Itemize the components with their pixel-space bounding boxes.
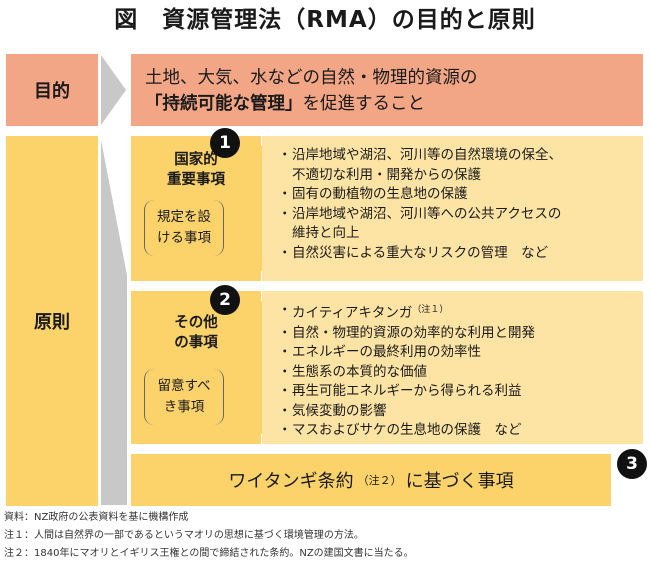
section1-list: ・沿岸地域や湖沼、河川等の自然環境の保全、 不適切な利用・開発からの保護 ・固有… xyxy=(262,136,643,281)
list-item: ・沿岸地域や湖沼、河川等の自然環境の保全、 xyxy=(278,147,562,163)
section1-title: 国家的 重要事項 xyxy=(131,150,261,190)
list-item: 不適切な利用・開発からの保護 xyxy=(292,166,481,183)
section2-title: その他 の事項 xyxy=(131,313,261,353)
section1-number-badge: 1 xyxy=(210,128,240,158)
section1-subframe: 規定を設 ける事項 xyxy=(144,200,224,256)
section1-title-line2: 重要事項 xyxy=(167,172,225,188)
section2-list: ・カイティアキタンガ（注１） ・自然・物理的資源の効率的な利用と開発 ・エネルギ… xyxy=(262,291,643,444)
section3-number-badge: 3 xyxy=(617,449,647,479)
figure-title: 図 資源管理法（RMA）の目的と原則 xyxy=(114,7,536,33)
list-item: ・固有の動植物の生息地の保護 xyxy=(278,186,468,202)
goal-line-2: 「持続可能な管理」を促進すること xyxy=(145,91,643,117)
section3-text-pre: ワイタンギ条約 xyxy=(228,471,354,492)
list-item: ・沿岸地域や湖沼、河川等への公共アクセスの xyxy=(278,205,562,222)
section1-title-line1: 国家的 xyxy=(174,152,218,168)
section2-subframe: 留意すべ き事項 xyxy=(144,369,224,425)
goal-label: 目的 xyxy=(34,81,70,102)
section3-box: ワイタンギ条約（注２）に基づく事項 xyxy=(131,454,611,506)
list-item: ・カイティアキタンガ（注１） xyxy=(278,302,449,321)
source-note: 資料：NZ政府の公表資料を基に機構作成 xyxy=(4,512,189,523)
footnote-ref-1: （注１） xyxy=(412,305,449,315)
list-item: ・自然・物理的資源の効率的な利用と開発 xyxy=(278,324,535,341)
list-item: 維持と向上 xyxy=(292,225,360,241)
footnote-1: 注１：人間は自然界の一部であるというマオリの思想に基づく環境管理の方法。 xyxy=(4,530,364,541)
goal-line-2-rest: を促進すること xyxy=(302,94,426,114)
section2-title-line2: の事項 xyxy=(174,335,218,351)
section2-number-badge: 2 xyxy=(210,285,240,315)
section2-title-line1: その他 xyxy=(174,315,218,331)
goal-line-1: 土地、大気、水などの自然・物理的資源の xyxy=(145,68,478,88)
list-item: ・エネルギーの最終利用の効率性 xyxy=(278,344,481,360)
section1-sub-line1: 規定を設 xyxy=(157,209,211,225)
principles-label: 原則 xyxy=(34,312,70,333)
left-principles-panel: 原則 xyxy=(6,136,98,506)
list-item: ・気候変動の影響 xyxy=(278,402,387,419)
section2-sub-line1: 留意すべ xyxy=(157,378,211,394)
section2-card: その他 の事項 留意すべ き事項 xyxy=(131,291,261,444)
list-item: ・マスおよびサケの生息地の保護 など xyxy=(278,422,522,438)
section2-sub-line2: き事項 xyxy=(163,399,205,415)
principle-long-arrow xyxy=(101,140,127,505)
goal-emphasis: 「持続可能な管理」 xyxy=(145,94,303,114)
footnote-2: 注２：1840年にマオリとイギリス王権との間で締結された条約。NZの建国文書に当… xyxy=(4,548,414,559)
list-item: ・再生可能エネルギーから得られる利益 xyxy=(278,383,522,399)
section1-sub-line2: ける事項 xyxy=(157,230,211,246)
footnote-ref-2: （注２） xyxy=(357,474,402,487)
section3-text-post: に基づく事項 xyxy=(405,471,514,492)
goal-chevron xyxy=(101,55,126,125)
list-item: ・自然災害による重大なリスクの管理 など xyxy=(278,244,549,261)
list-item: ・生態系の本質的な価値 xyxy=(278,363,427,380)
section1-card: 国家的 重要事項 規定を設 ける事項 xyxy=(131,136,261,281)
left-goal-panel: 目的 xyxy=(6,54,98,126)
goal-statement-box: 土地、大気、水などの自然・物理的資源の 「持続可能な管理」を促進すること xyxy=(131,54,643,126)
